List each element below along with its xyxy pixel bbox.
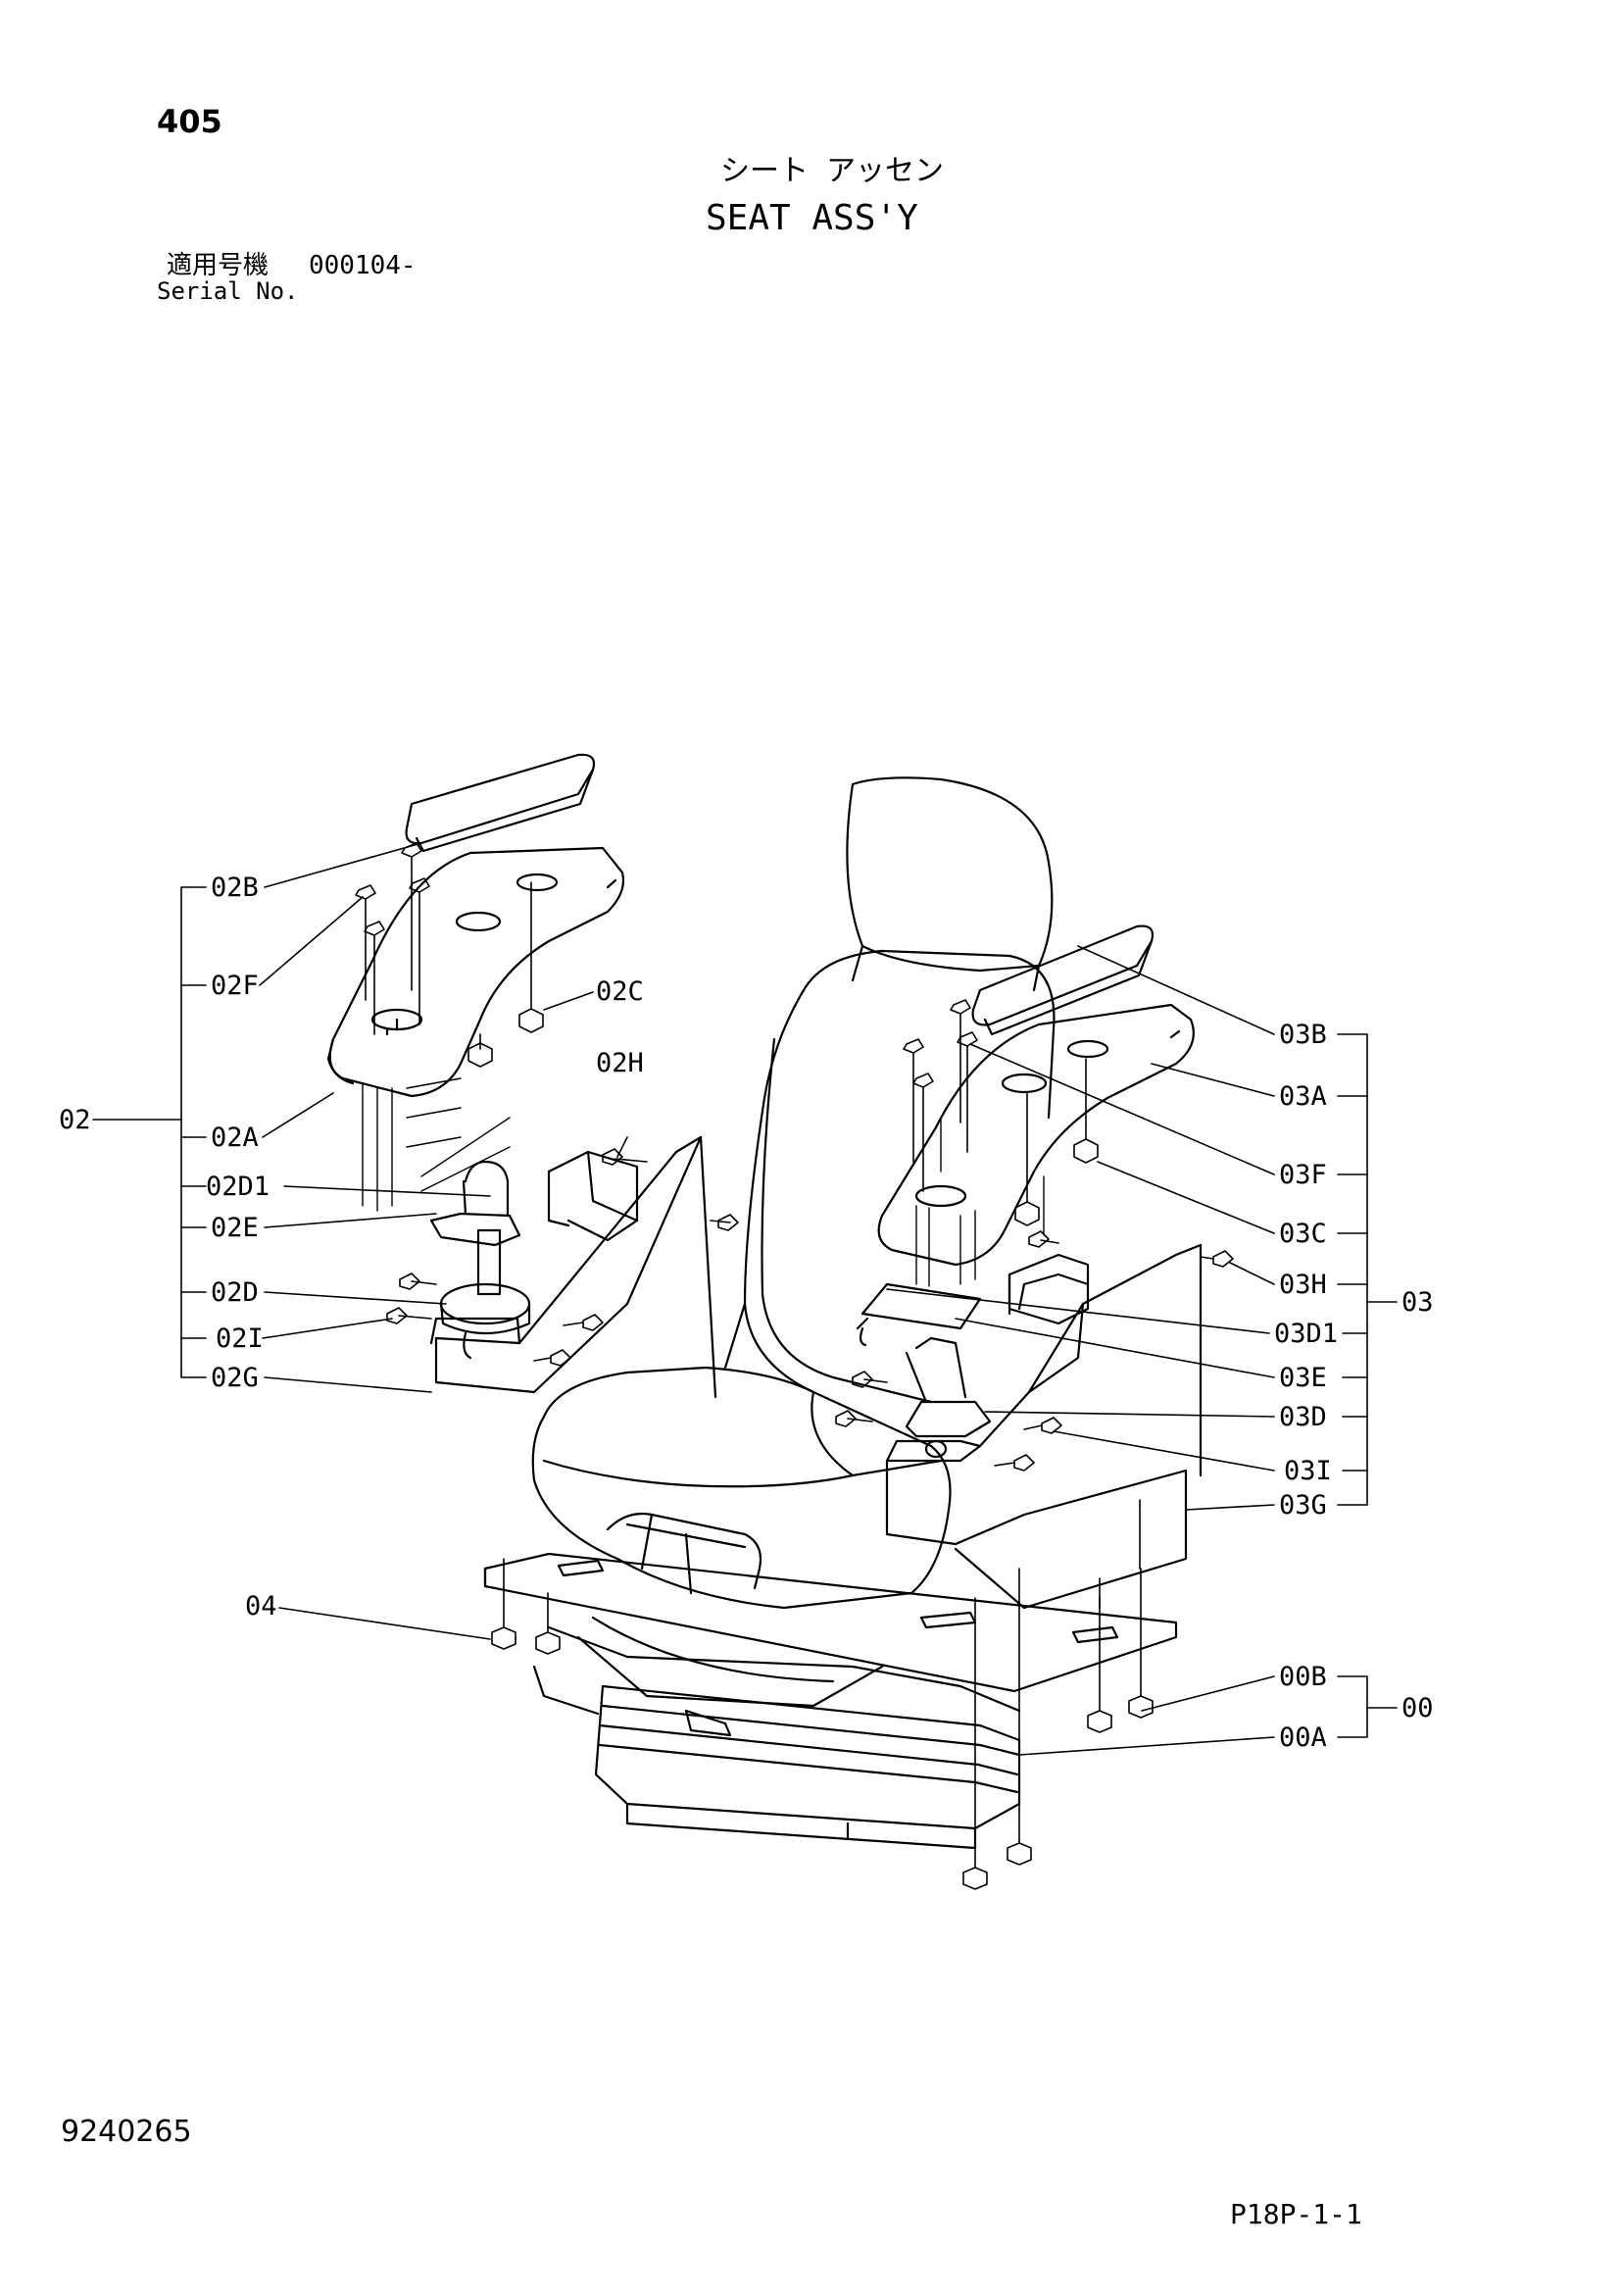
bolt-icon: [533, 1349, 571, 1367]
leader-lines: [92, 842, 1398, 1756]
serial-number-value: 000104-: [309, 251, 417, 280]
callout-02H: 02H: [596, 1048, 644, 1078]
callout-03F: 03F: [1279, 1160, 1327, 1190]
page-number: 405: [157, 103, 222, 140]
bolt-icon: [957, 1031, 978, 1153]
callout-labels: 02B 02F 02C 02H 02A 02D1 02E 02D 02I 02G…: [59, 873, 1434, 1753]
serial-label: Serial No.: [157, 277, 299, 305]
callout-04: 04: [245, 1591, 277, 1622]
bolt-icon: [401, 842, 422, 991]
right-armrest-hidden-lines: [915, 1117, 1045, 1287]
document-code: 9240265: [61, 2115, 192, 2149]
callout-03B: 03B: [1279, 1020, 1327, 1050]
callout-02G: 02G: [211, 1363, 259, 1393]
bolt-icon: [852, 1371, 888, 1388]
callout-02E: 02E: [211, 1213, 259, 1243]
bolt-icon: [1087, 1597, 1112, 1733]
bolt-icon: [912, 1073, 934, 1192]
callout-02B: 02B: [211, 873, 259, 903]
bolt-icon: [409, 877, 430, 1025]
left-armrest-bracket: [429, 1135, 717, 1399]
callout-03E: 03E: [1279, 1363, 1327, 1393]
bolt-icon: [399, 1273, 437, 1290]
bolt-icon: [994, 1454, 1035, 1472]
bolt-icon: [491, 1558, 516, 1650]
bolt-icon: [364, 921, 385, 1035]
callout-02I: 02I: [216, 1323, 264, 1354]
callout-02F: 02F: [211, 971, 259, 1001]
nut-icon: [1073, 1058, 1099, 1164]
callout-03: 03: [1401, 1287, 1434, 1318]
callout-03H: 03H: [1279, 1270, 1327, 1300]
callout-03I: 03I: [1284, 1456, 1332, 1486]
bolt-icon: [563, 1314, 604, 1331]
callout-03A: 03A: [1279, 1081, 1327, 1112]
callout-00B: 00B: [1279, 1662, 1327, 1692]
callout-00A: 00A: [1279, 1722, 1327, 1753]
nut-icon: [1014, 1092, 1040, 1226]
callout-03D: 03D: [1279, 1402, 1327, 1432]
callout-03D1: 03D1: [1274, 1319, 1338, 1349]
callout-00: 00: [1401, 1693, 1434, 1723]
seat-backrest: [723, 776, 1056, 1404]
nut-icon: [467, 1033, 493, 1068]
bolt-icon: [1028, 1230, 1059, 1248]
callout-02: 02: [59, 1105, 91, 1135]
bolt-icon: [962, 1597, 988, 1890]
page-title-japanese: シート アッセン: [720, 154, 945, 188]
callout-03C: 03C: [1279, 1219, 1327, 1249]
right-armrest-bracket: [856, 1243, 1203, 1610]
bolts: [355, 842, 1234, 1890]
bolt-icon: [1023, 1417, 1062, 1434]
callout-02D1: 02D1: [206, 1172, 270, 1202]
callout-02C: 02C: [596, 976, 644, 1007]
bolt-icon: [535, 1592, 561, 1655]
bolt-icon: [835, 1410, 873, 1427]
seat-base-plate: [483, 1552, 1178, 1693]
left-armrest: [326, 753, 625, 1098]
bolt-icon: [602, 1148, 648, 1166]
serial-label-japanese: 適用号機: [167, 251, 270, 280]
seat-suspension-base: [532, 1616, 1021, 1850]
bolt-icon: [1200, 1250, 1234, 1268]
bolt-icon: [950, 999, 971, 1123]
page-title: SEAT ASS'Y: [706, 198, 918, 238]
seat-cushion: [531, 1366, 952, 1610]
bolt-icon: [903, 1038, 924, 1163]
right-armrest: [877, 924, 1195, 1267]
callout-02D: 02D: [211, 1277, 259, 1308]
callout-02A: 02A: [211, 1123, 259, 1153]
bolt-icon: [355, 884, 376, 1001]
bolt-icon: [1128, 1568, 1154, 1719]
sheet-reference: P18P-1-1: [1230, 2198, 1362, 2230]
callout-03G: 03G: [1279, 1490, 1327, 1521]
nut-icon: [518, 881, 544, 1033]
bolt-icon: [710, 1214, 739, 1231]
bolt-icon: [1007, 1568, 1032, 1866]
bolt-icon: [386, 1307, 432, 1324]
